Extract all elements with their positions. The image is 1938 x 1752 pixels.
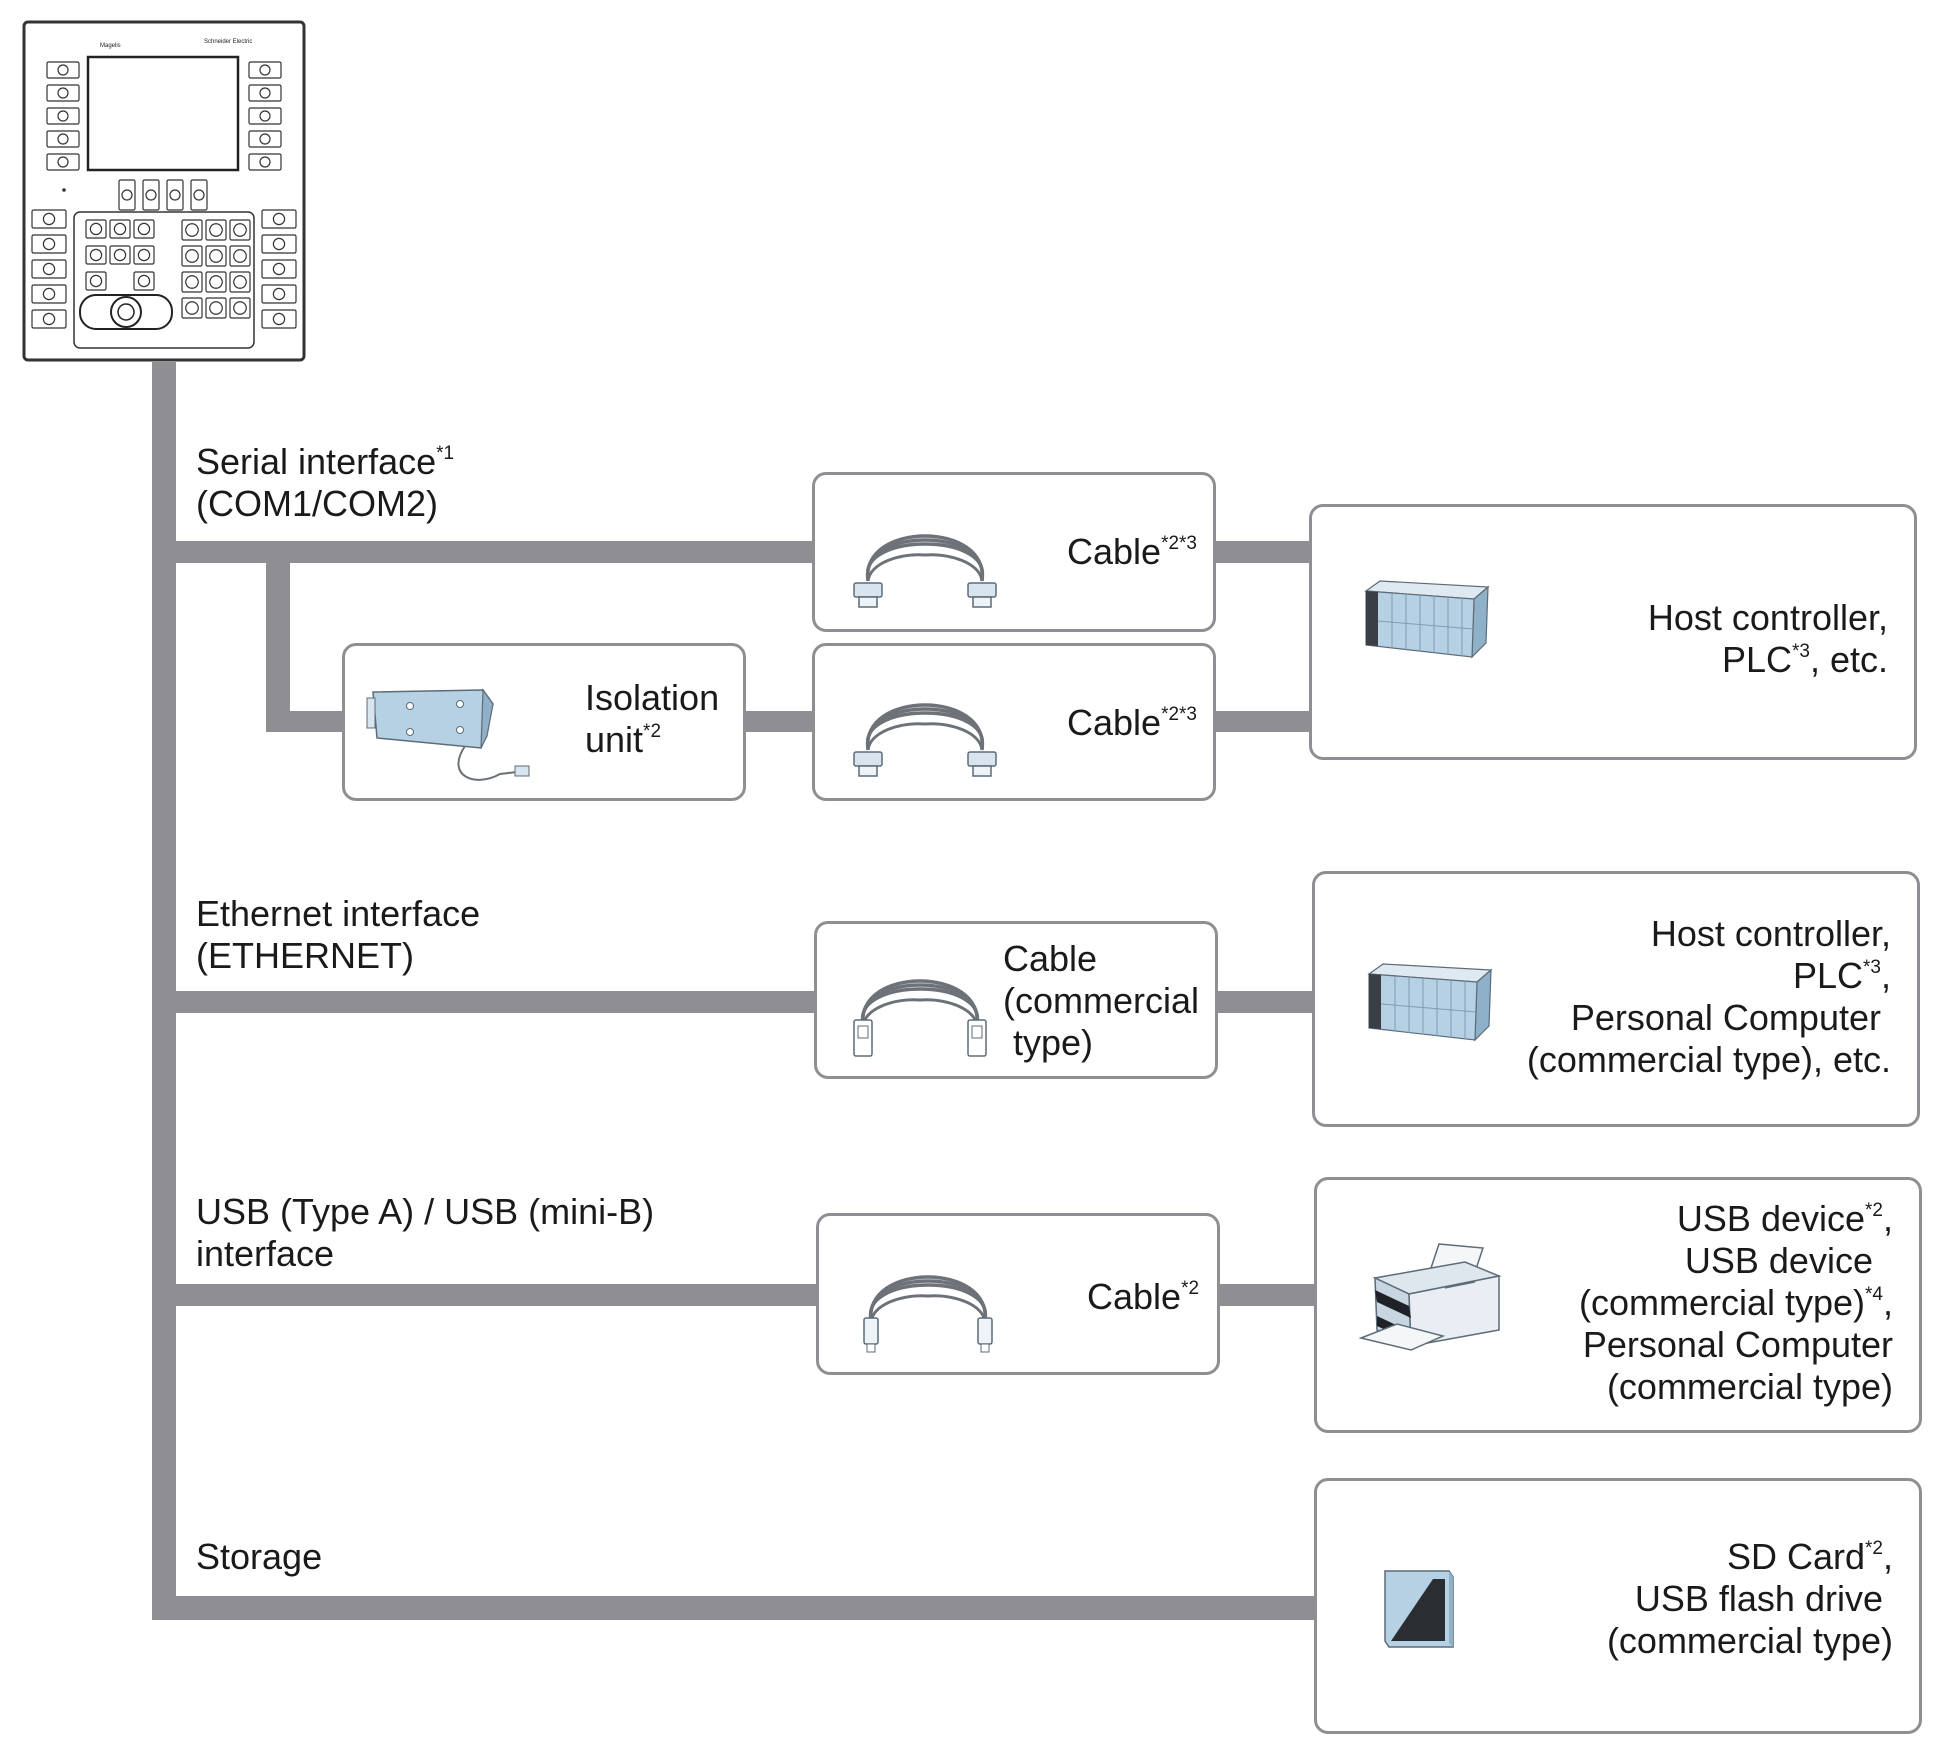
usb-cable-text: Cable	[1087, 1276, 1182, 1317]
isolation-unit-label: Isolation unit*2	[585, 677, 719, 761]
hmi-terminal-drawing: Magelis Schneider Electric	[22, 20, 306, 362]
eth-cable-line2: (commercial	[1003, 980, 1200, 1021]
usbcable-to-device-line	[1216, 1284, 1318, 1306]
usb-device-box: USB device*2, USB device (commercial typ…	[1314, 1177, 1922, 1433]
host1-plc: PLC	[1721, 639, 1792, 680]
usbdev-comma1: ,	[1882, 1198, 1893, 1239]
serial-branch-vertical	[266, 552, 290, 732]
storage-label: Storage	[196, 1536, 322, 1578]
host-controller-1-label: Host controller, PLC*3, etc.	[1648, 597, 1888, 681]
storage-devices-label: SD Card*2, USB flash drive (commercial t…	[1607, 1536, 1893, 1662]
host1-etc: , etc.	[1809, 639, 1888, 680]
ethernet-line	[152, 991, 818, 1013]
usb-title: USB (Type A) / USB (mini-B)	[196, 1191, 655, 1232]
hmi-keys	[31, 61, 297, 329]
usb-cable-footnote: *2	[1181, 1278, 1200, 1299]
ethcable-to-host-line	[1216, 991, 1316, 1013]
usb-interface-label: USB (Type A) / USB (mini-B) interface	[196, 1191, 654, 1275]
storage-box: SD Card*2, USB flash drive (commercial t…	[1314, 1478, 1922, 1734]
sd-line1: SD Card	[1726, 1536, 1866, 1577]
usb-cable-label: Cable*2	[1087, 1276, 1199, 1318]
plc-icon	[1364, 580, 1490, 659]
ethernet-cable-icon	[853, 979, 987, 1057]
host1-line1: Host controller,	[1647, 597, 1888, 638]
serial-title: Serial interface	[196, 441, 437, 482]
cable2-footnote: *2*3	[1161, 704, 1197, 725]
host-controller-box-1: Host controller, PLC*3, etc.	[1309, 504, 1917, 760]
hmi-logo-left: Magelis	[100, 43, 121, 49]
serial-cable-box-1: Cable*2*3	[812, 472, 1216, 632]
cable1-to-host-line	[1213, 541, 1313, 563]
host2-footnote: *3	[1863, 957, 1881, 978]
serial-cable-2-label: Cable*2*3	[1067, 702, 1197, 744]
usbdev-line3: (commercial type)	[1578, 1282, 1866, 1323]
cable2-text: Cable	[1067, 702, 1162, 743]
isolation-to-cable-line	[745, 711, 815, 732]
isolation-line2: unit	[585, 719, 644, 760]
plc-2-icon	[1367, 963, 1493, 1042]
isolation-unit-box: Isolation unit*2	[342, 643, 746, 801]
usb-sub: interface	[196, 1233, 335, 1274]
cable1-footnote: *2*3	[1161, 533, 1197, 554]
host-controller-2-label: Host controller, PLC*3, Personal Compute…	[1527, 913, 1891, 1081]
ethernet-cable-label: Cable (commercial type)	[1003, 938, 1199, 1064]
serial-cable-1-label: Cable*2*3	[1067, 531, 1197, 573]
usb-cable-box: Cable*2	[816, 1213, 1220, 1375]
host2-line1: Host controller,	[1650, 913, 1891, 954]
serial-line	[152, 541, 816, 563]
sd-line3: (commercial type)	[1606, 1620, 1893, 1661]
host-controller-box-2: Host controller, PLC*3, Personal Compute…	[1312, 871, 1920, 1127]
usbdev-line1: USB device	[1676, 1198, 1866, 1239]
usbdev-comma3: ,	[1882, 1282, 1893, 1323]
serial-footnote: *1	[436, 443, 455, 464]
ethernet-interface-label: Ethernet interface (ETHERNET)	[196, 893, 480, 977]
usbdev-line5: (commercial type)	[1606, 1366, 1893, 1407]
sd-footnote: *2	[1865, 1538, 1883, 1559]
ethernet-sub: (ETHERNET)	[196, 935, 414, 976]
host2-plc: PLC	[1792, 955, 1864, 996]
serial-sub: (COM1/COM2)	[196, 483, 438, 524]
host2-line3: Personal Computer	[1570, 997, 1881, 1038]
sd-comma: ,	[1882, 1536, 1893, 1577]
serial-cable-2-icon	[853, 703, 997, 777]
isolation-line1: Isolation	[585, 677, 720, 718]
usbdev-line2: USB device	[1684, 1240, 1873, 1281]
isolation-footnote: *2	[643, 721, 662, 742]
serial-interface-label: Serial interface*1 (COM1/COM2)	[196, 441, 454, 525]
serial-cable-icon	[853, 534, 997, 608]
sd-card-icon	[1384, 1570, 1454, 1648]
cable1-text: Cable	[1067, 531, 1162, 572]
usbdev-footnote1: *2	[1865, 1200, 1883, 1221]
usbdev-footnote4: *4	[1865, 1284, 1883, 1305]
storage-line	[152, 1596, 1318, 1620]
eth-cable-line1: Cable	[1003, 938, 1098, 979]
sd-line2: USB flash drive	[1634, 1578, 1883, 1619]
printer-icon	[1358, 1243, 1502, 1351]
serial-branch-line	[266, 711, 346, 732]
isolation-unit-icon	[366, 688, 530, 781]
cable2-to-host-line	[1213, 711, 1313, 732]
host2-line4: (commercial type), etc.	[1526, 1039, 1891, 1080]
ethernet-title: Ethernet interface	[196, 893, 481, 934]
ethernet-cable-box: Cable (commercial type)	[814, 921, 1218, 1079]
hmi-logo-right: Schneider Electric	[204, 39, 252, 45]
host1-footnote: *3	[1792, 641, 1810, 662]
usb-device-label: USB device*2, USB device (commercial typ…	[1579, 1198, 1893, 1408]
host2-comma: ,	[1880, 955, 1891, 996]
hmi-terminal: Magelis Schneider Electric	[22, 20, 306, 362]
serial-cable-box-2: Cable*2*3	[812, 643, 1216, 801]
usb-line	[152, 1284, 820, 1306]
eth-cable-line3: type)	[1013, 1022, 1094, 1063]
storage-title: Storage	[196, 1536, 323, 1577]
usbdev-line4: Personal Computer	[1582, 1324, 1893, 1365]
usb-cable-icon	[863, 1275, 993, 1353]
